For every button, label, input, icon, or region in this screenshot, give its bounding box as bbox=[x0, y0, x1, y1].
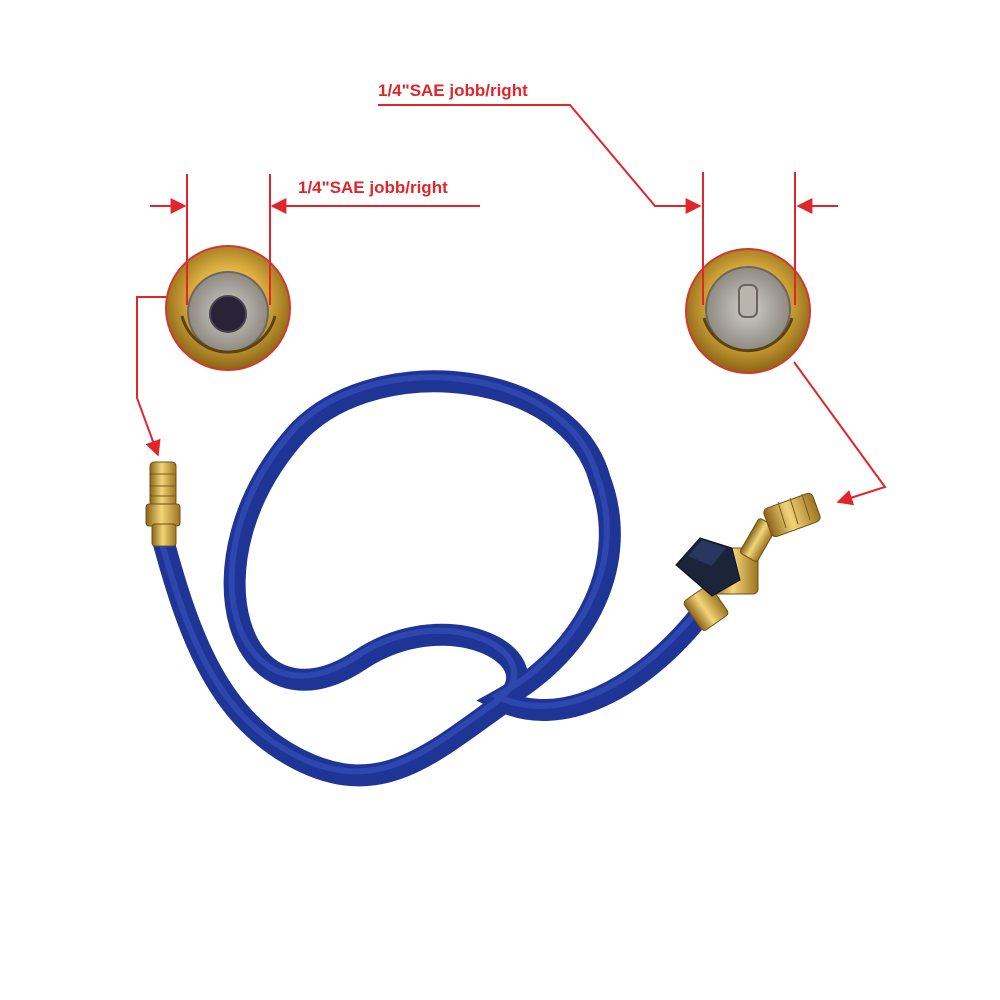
left-dimension-label: 1/4"SAE jobb/right bbox=[298, 178, 448, 197]
blue-hose bbox=[152, 370, 711, 787]
left-port-detail bbox=[165, 245, 291, 371]
hose-highlight bbox=[157, 374, 700, 775]
left-leader-arrow bbox=[136, 296, 166, 457]
right-dimension-callout: 1/4"SAE jobb/right bbox=[378, 81, 838, 305]
valve-knob bbox=[675, 537, 741, 597]
left-dimension-callout: 1/4"SAE jobb/right bbox=[150, 174, 480, 305]
right-dimension-label: 1/4"SAE jobb/right bbox=[378, 81, 528, 100]
right-port-detail bbox=[685, 248, 811, 374]
right-leader-arrow bbox=[793, 361, 887, 506]
right-valve-fitting bbox=[675, 492, 821, 631]
left-hose-fitting bbox=[145, 461, 181, 547]
